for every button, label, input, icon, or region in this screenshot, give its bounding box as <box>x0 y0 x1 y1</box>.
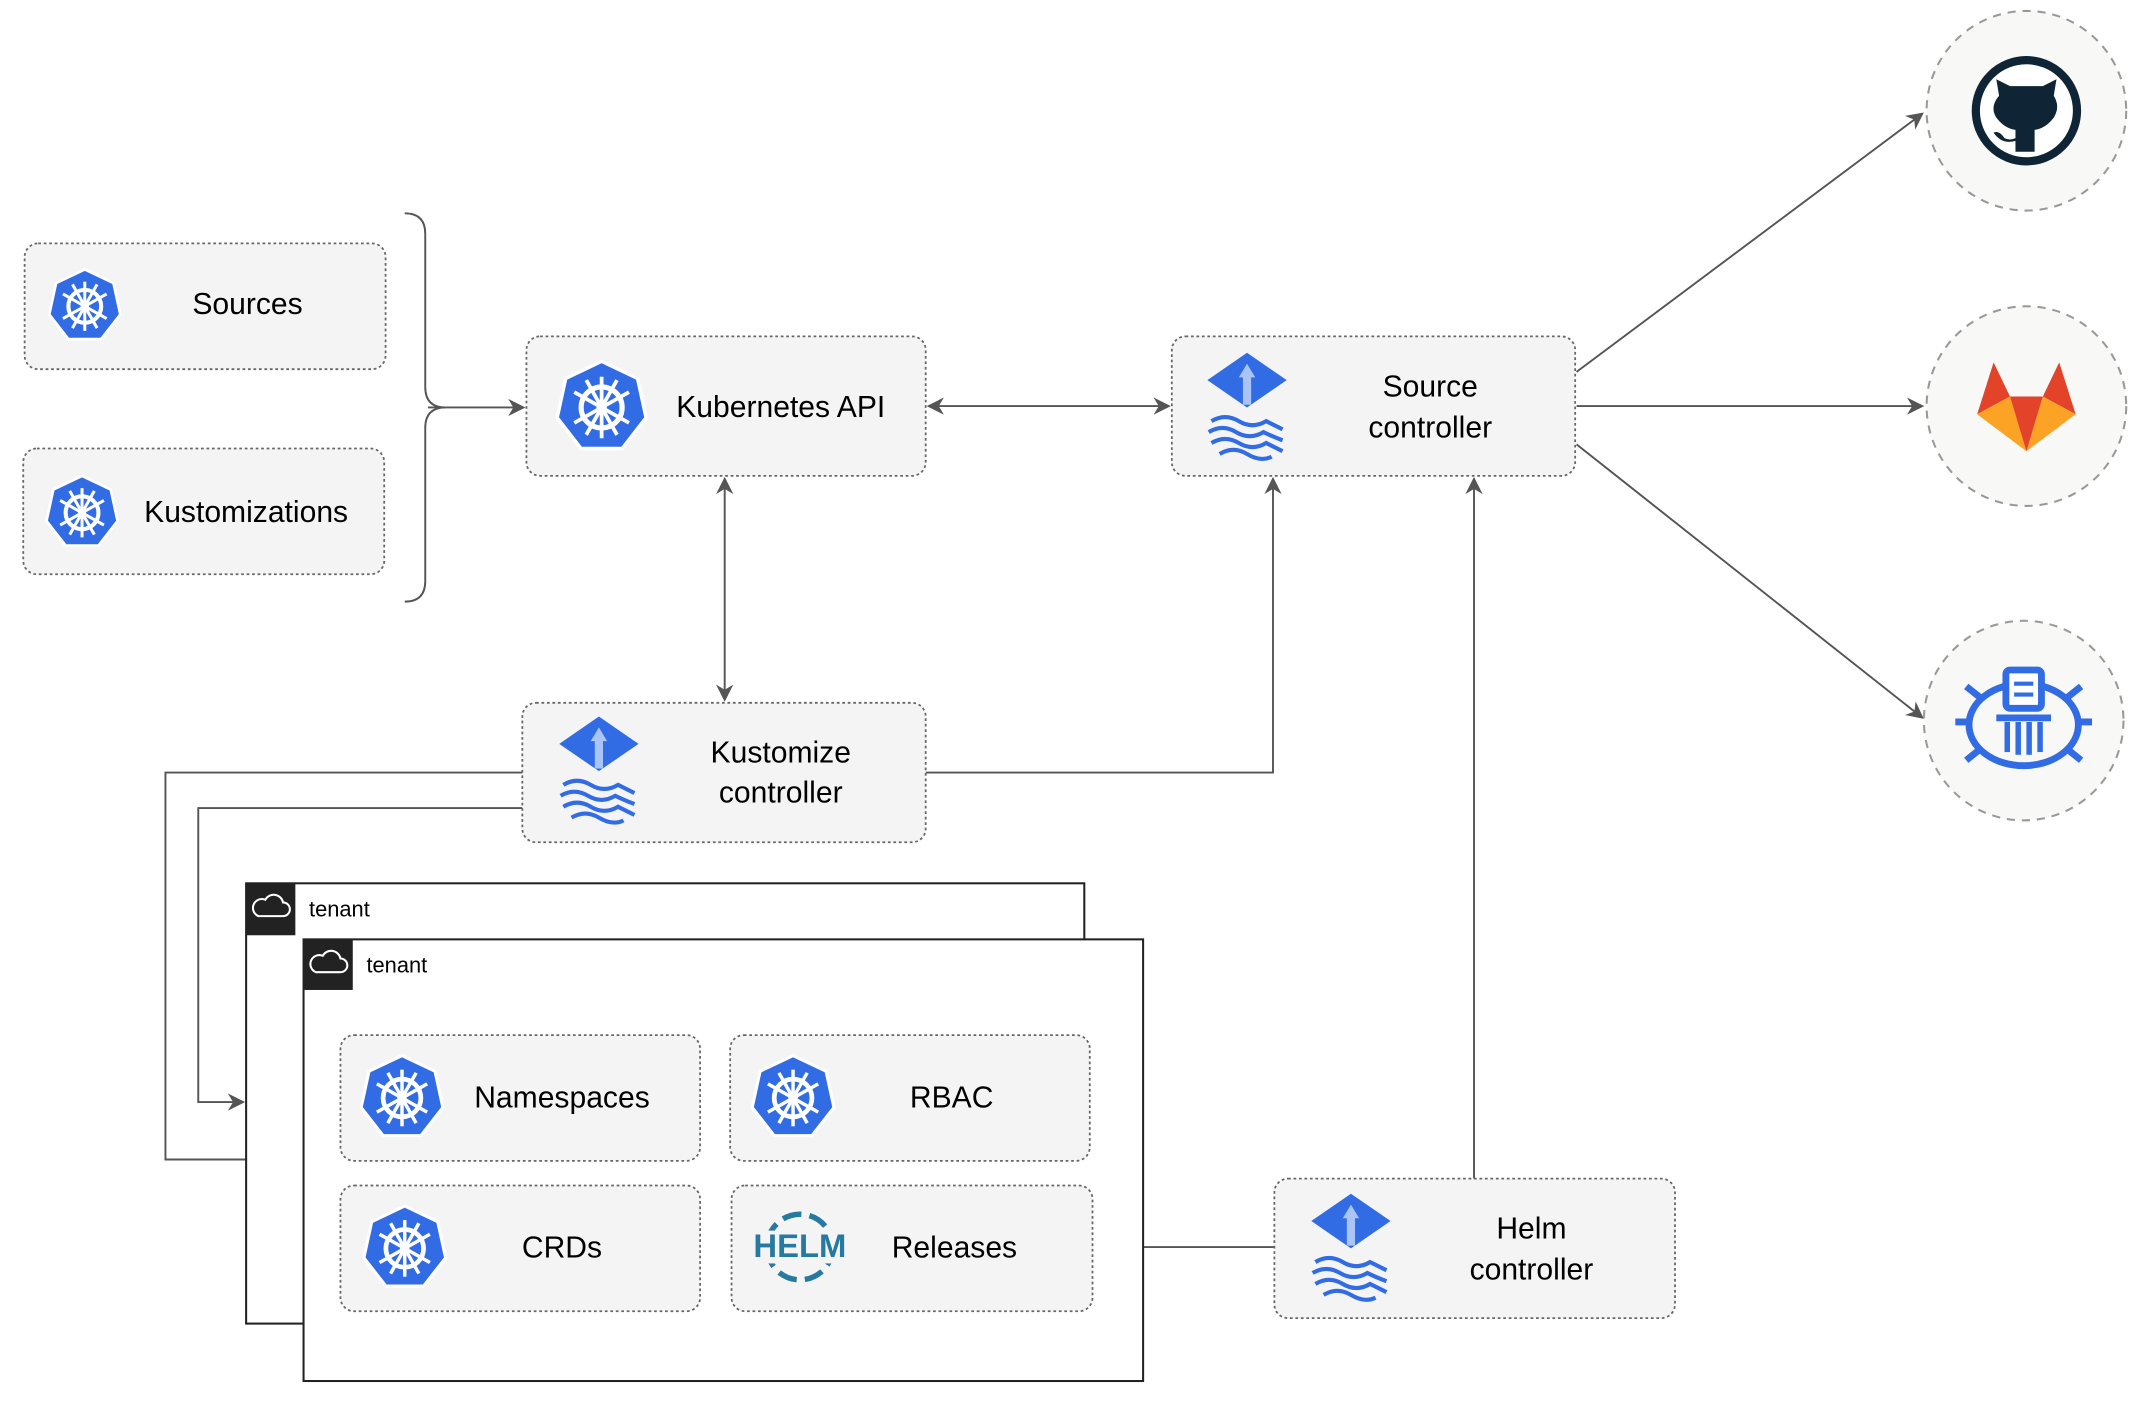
kubernetes-api-label: Kubernetes API <box>676 391 885 424</box>
kustomize-controller-node[interactable]: Kustomize controller <box>521 701 927 844</box>
gitlab-node[interactable] <box>1925 305 2128 507</box>
github-node[interactable] <box>1925 9 2128 212</box>
kubernetes-icon <box>49 269 120 339</box>
sources-node[interactable]: Sources <box>23 242 387 371</box>
releases-label: Releases <box>892 1232 1017 1265</box>
tenant-label: tenant <box>309 896 370 921</box>
kubernetes-icon <box>361 1056 443 1136</box>
helm-icon: HELM <box>752 1211 848 1283</box>
helm-controller-node[interactable]: Helm controller <box>1273 1177 1676 1320</box>
tenant-label: tenant <box>366 952 427 977</box>
rbac-label: RBAC <box>910 1081 994 1114</box>
kustomizations-label: Kustomizations <box>144 496 348 529</box>
kubernetes-icon <box>364 1206 446 1286</box>
crds-node[interactable]: CRDs <box>339 1184 701 1313</box>
kubernetes-icon <box>557 361 646 448</box>
edge-kustomize-to-tenant-front <box>164 771 523 1169</box>
rbac-node[interactable]: RBAC <box>729 1034 1091 1162</box>
gitlab-icon <box>1977 362 2076 452</box>
edge-source-to-github <box>1575 112 1924 373</box>
kustomizations-node[interactable]: Kustomizations <box>22 447 386 576</box>
bucket-icon <box>1955 666 2093 770</box>
kubernetes-icon <box>752 1056 834 1136</box>
helm-controller-label-2: controller <box>1470 1254 1594 1287</box>
edge-kustomize-to-tenant-back <box>197 807 523 1111</box>
namespaces-node[interactable]: Namespaces <box>339 1034 701 1162</box>
bucket-node[interactable] <box>1922 619 2125 822</box>
github-icon <box>1971 56 2082 166</box>
sources-label: Sources <box>192 288 302 321</box>
kubernetes-api-node[interactable]: Kubernetes API <box>525 335 927 477</box>
releases-node[interactable]: HELM Releases <box>730 1184 1094 1313</box>
edge-source-to-bucket <box>1575 443 1924 719</box>
svg-text:HELM: HELM <box>753 1227 846 1264</box>
kubernetes-icon <box>46 476 117 546</box>
brace-connector <box>404 212 446 603</box>
edge-kustomize-to-source <box>925 476 1282 774</box>
source-controller-node[interactable]: Source controller <box>1170 335 1577 477</box>
source-controller-label-2: controller <box>1368 411 1492 444</box>
source-controller-label-1: Source <box>1383 370 1478 403</box>
namespaces-label: Namespaces <box>474 1081 650 1114</box>
helm-controller-label-1: Helm <box>1496 1213 1566 1246</box>
kustomize-controller-label-2: controller <box>719 776 843 809</box>
crds-label: CRDs <box>522 1232 602 1265</box>
kustomize-controller-label-1: Kustomize <box>711 737 851 770</box>
